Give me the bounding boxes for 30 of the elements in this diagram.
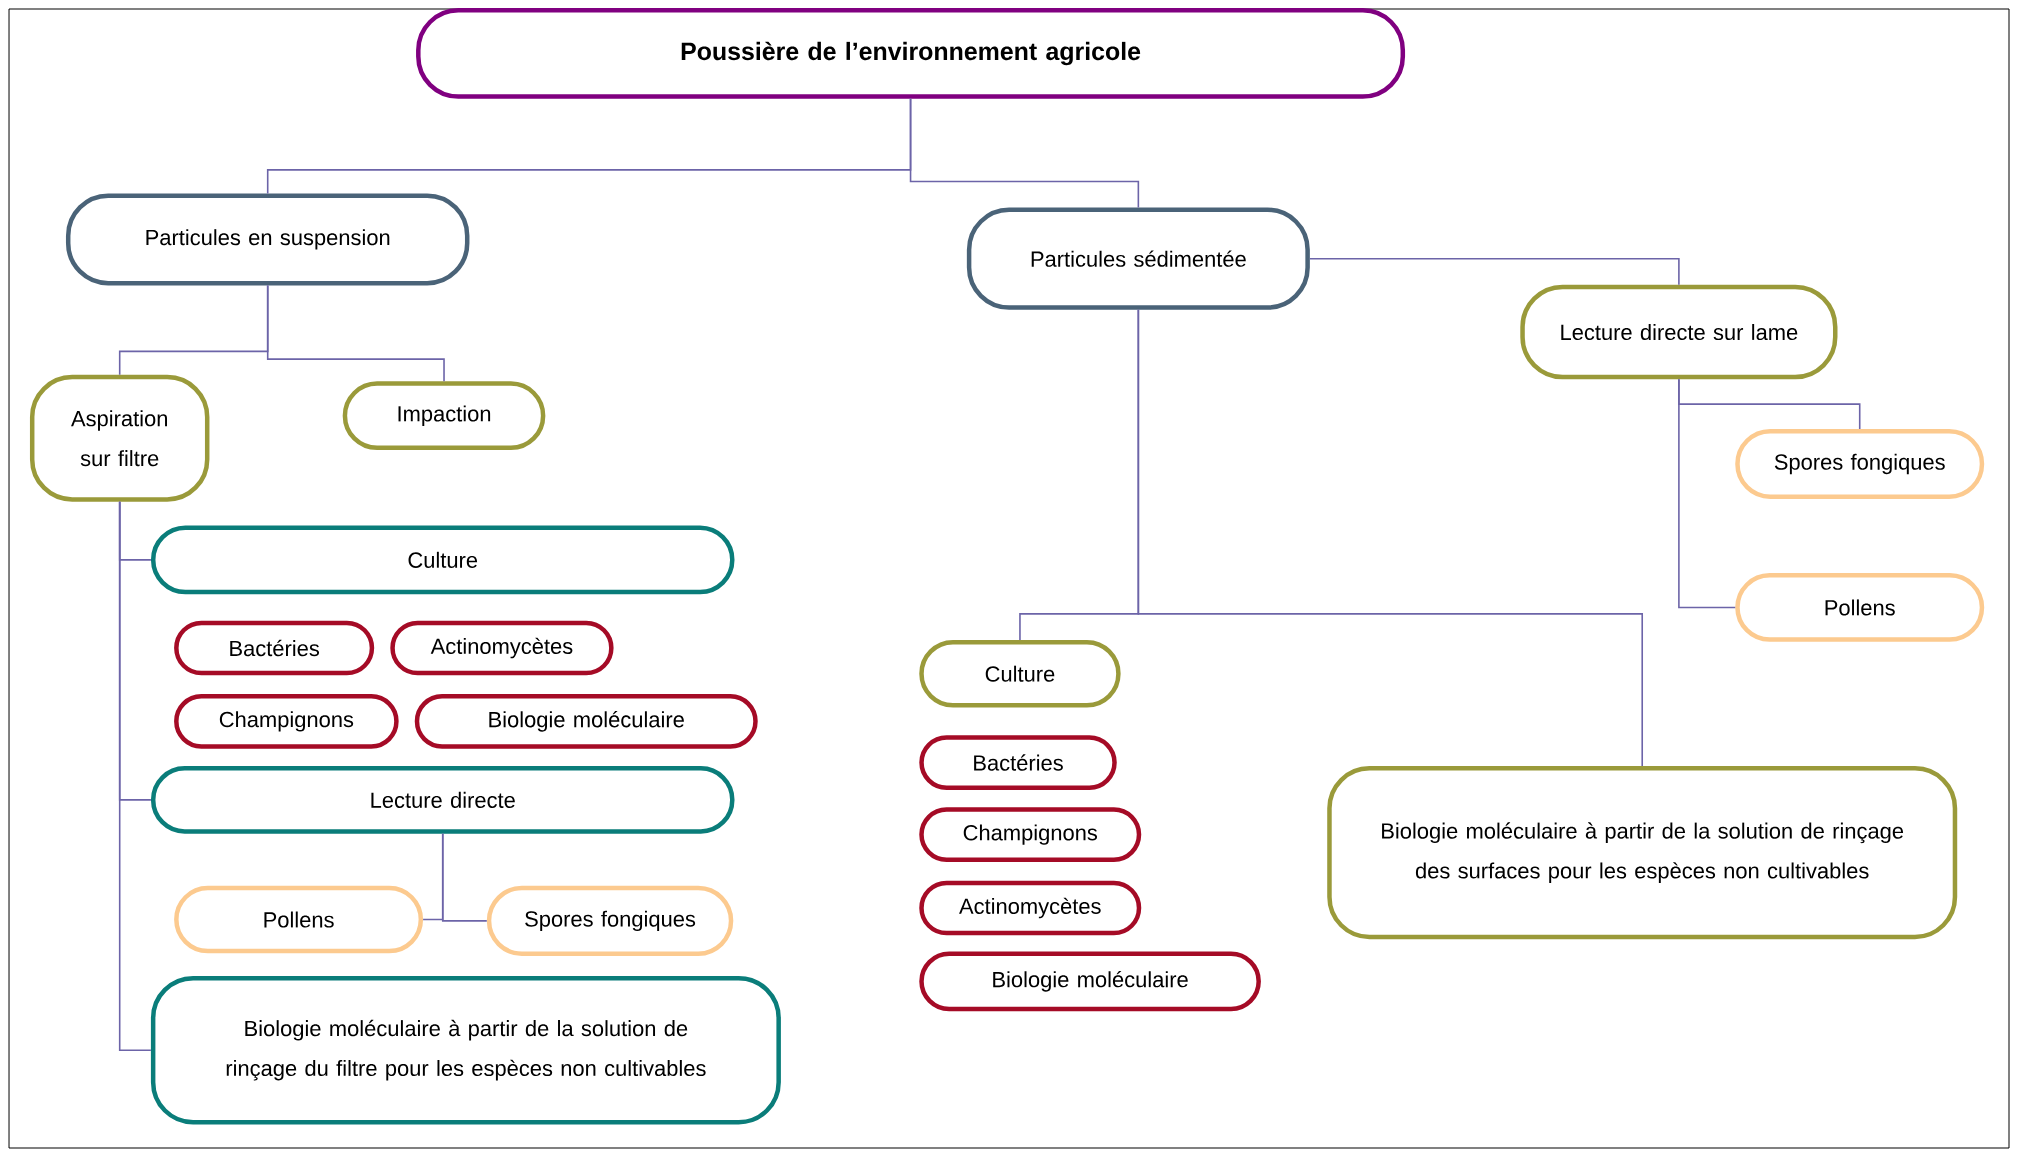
topic-box: Particules sédimentée	[966, 207, 1310, 311]
topic-box: Spores fongiques	[1735, 429, 1985, 500]
topic-box: Culture	[150, 525, 735, 595]
connector-line	[266, 284, 445, 383]
topic-box: Culture	[919, 640, 1121, 708]
topic-box: Champignons	[919, 807, 1142, 863]
title-box: Poussière de l’environnement agricole	[416, 8, 1406, 99]
connector-line	[441, 833, 488, 922]
topic-box: Biologie moléculaire à partir de la solution de rinçage du filtre pour les espèces non cultivables	[150, 976, 781, 1125]
topic-box: Bactéries	[919, 735, 1117, 791]
connector-line	[1137, 309, 1643, 768]
topic-box: Biologie moléculaire	[414, 694, 758, 749]
topic-box: Pollens	[1735, 573, 1985, 643]
topic-box: Actinomycètes	[919, 880, 1142, 936]
topic-box: Particules en suspension	[65, 193, 470, 286]
topic-box: Biologie moléculaire	[919, 951, 1261, 1012]
connector-line	[1678, 378, 1736, 609]
topic-box: Aspiration sur filtre	[29, 375, 210, 502]
topic-box: Lecture directe sur lame	[1520, 284, 1838, 380]
connector-line	[1309, 258, 1680, 286]
connector-line	[909, 98, 1140, 209]
connector-line	[118, 501, 152, 1052]
topic-box: Actinomycètes	[390, 620, 614, 676]
topic-box: Lecture directe	[150, 766, 735, 834]
topic-box: Bactéries	[174, 620, 375, 676]
topic-box: Champignons	[174, 694, 399, 749]
topic-box: Impaction	[342, 381, 546, 451]
topic-box: Biologie moléculaire à partir de la solution de rinçage des surfaces pour les espèces non cultivables	[1327, 766, 1958, 940]
topic-box: Pollens	[174, 886, 424, 954]
topic-box: Spores fongiques	[486, 886, 734, 957]
